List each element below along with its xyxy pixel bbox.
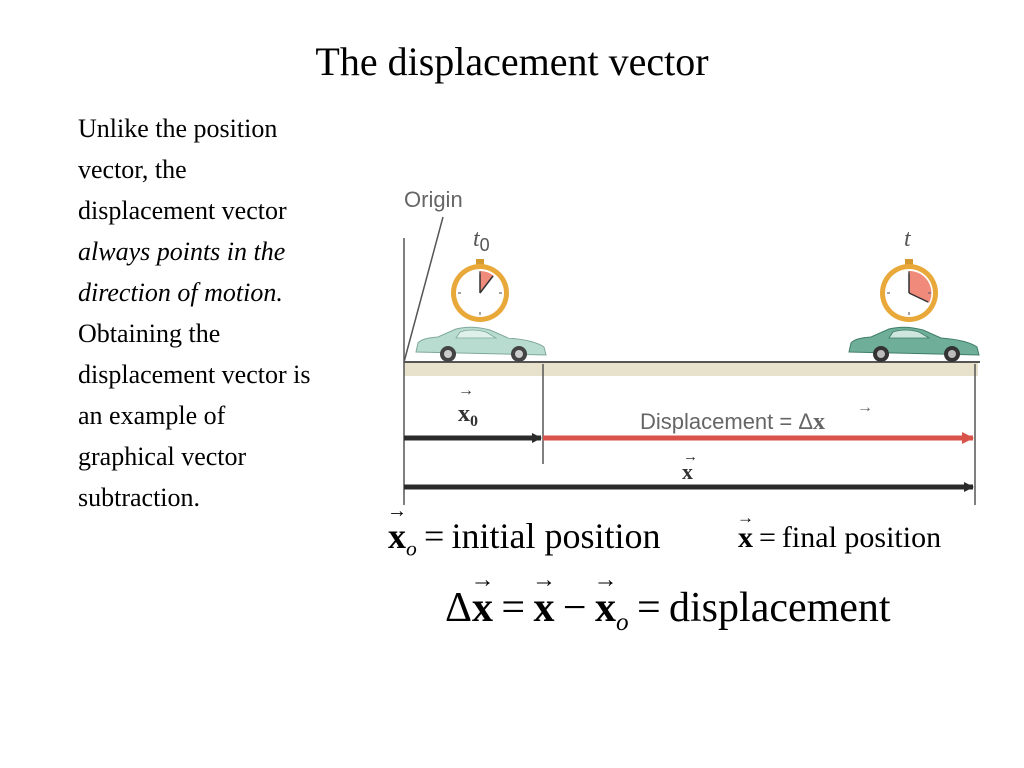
displacement-label: Displacement = Δx → bbox=[640, 399, 873, 435]
t0-label: t0 bbox=[473, 226, 490, 255]
origin-leader-line bbox=[403, 216, 444, 363]
displacement-equation: Δx=x−xo=displacement bbox=[445, 584, 891, 637]
x-label: → x bbox=[682, 449, 698, 484]
origin-label: Origin bbox=[404, 187, 463, 212]
body-text: Unlike the position vector, the displace… bbox=[78, 108, 318, 518]
svg-text:→: → bbox=[683, 449, 698, 465]
stopwatch-icon bbox=[451, 259, 509, 322]
car-icon bbox=[415, 326, 547, 362]
body-text-part2: Obtaining the displacement vector is an … bbox=[78, 319, 311, 512]
svg-text:Displacement = Δx: Displacement = Δx bbox=[640, 409, 825, 435]
svg-text:x: x bbox=[682, 459, 693, 484]
svg-text:→: → bbox=[857, 399, 873, 416]
final-position-equation: x=final position bbox=[738, 521, 941, 555]
slide-title: The displacement vector bbox=[315, 39, 709, 84]
svg-text:→: → bbox=[458, 382, 474, 399]
stopwatch-icon bbox=[880, 259, 938, 322]
initial-position-equation: xo=initial position bbox=[388, 515, 661, 562]
svg-text:x0: x0 bbox=[458, 401, 478, 430]
body-text-emphasis: always points in the direction of motion… bbox=[78, 237, 286, 307]
x0-label: → x0 bbox=[458, 382, 478, 430]
car-icon bbox=[848, 326, 980, 362]
body-text-part1: Unlike the position vector, the displace… bbox=[78, 114, 287, 225]
ground-strip bbox=[404, 362, 978, 376]
t-label: t bbox=[904, 226, 912, 252]
